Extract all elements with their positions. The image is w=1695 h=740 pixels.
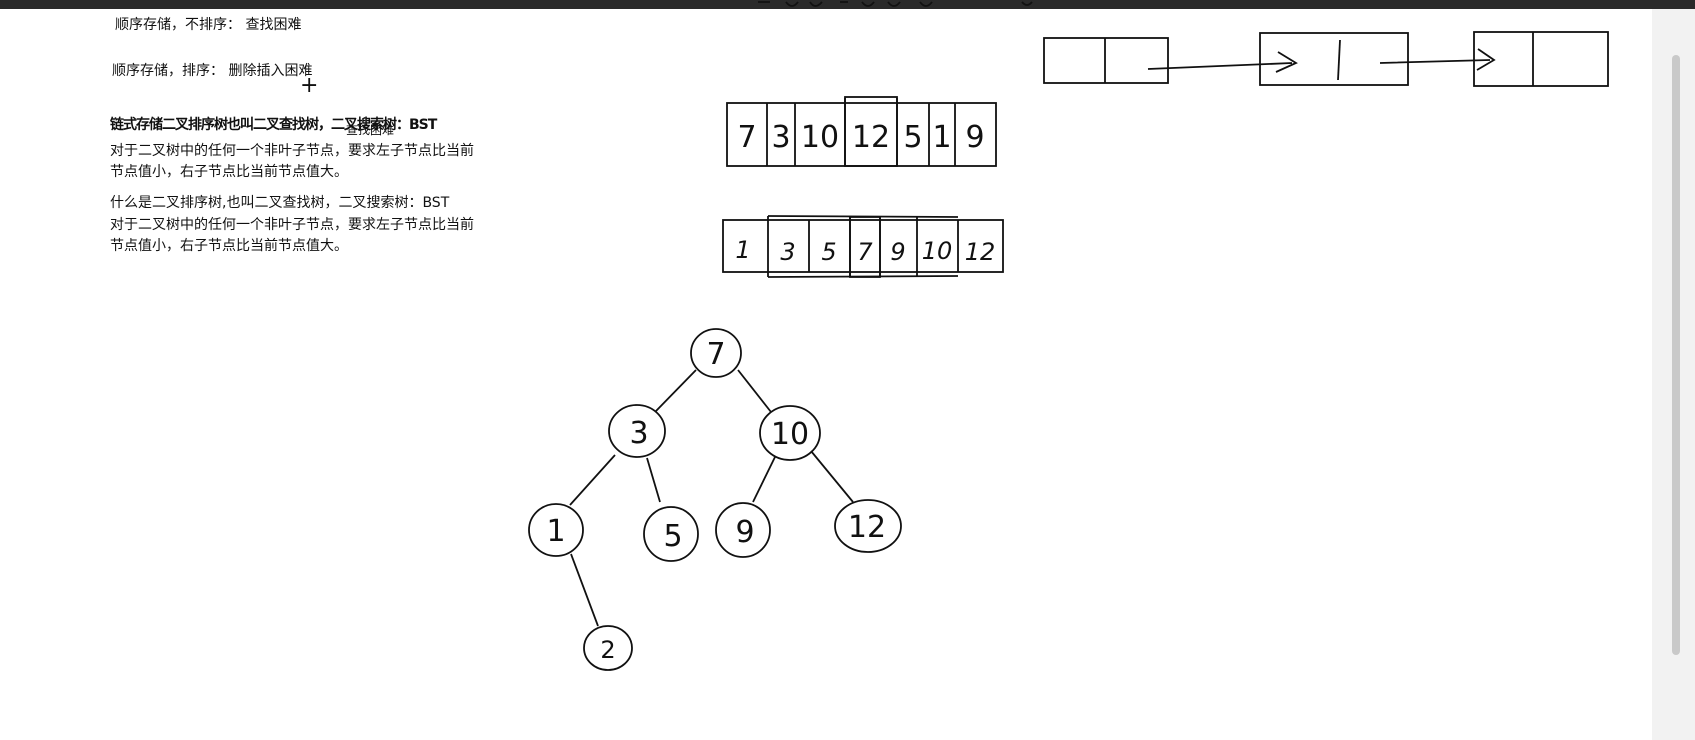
pointer-arrow-2 (1379, 48, 1496, 71)
tree-node-label: 5 (663, 519, 682, 554)
array-unsorted-values: 7 3 10 12 5 1 9 (737, 120, 984, 155)
array-sorted-value: 3 (780, 238, 795, 266)
whiteboard-canvas[interactable] (0, 9, 1652, 740)
array-sorted-value: 10 (922, 237, 953, 265)
tree-node-7 (690, 328, 742, 378)
array-unsorted-value: 3 (771, 120, 790, 155)
array-unsorted-value: 7 (737, 120, 756, 155)
tree-node-label: 7 (706, 337, 725, 372)
tree-node-3 (608, 404, 666, 458)
note-bst-rule2-line2: 节点值小，右子节点比当前节点值大。 (110, 238, 348, 254)
array-sorted-value: 7 (857, 238, 873, 266)
array-sorted-value: 1 (735, 236, 750, 264)
array-unsorted-value: 5 (903, 120, 922, 155)
scrollbar-thumb[interactable] (1672, 55, 1680, 655)
linked-node-1 (1043, 37, 1169, 84)
array-unsorted-cells (726, 96, 997, 167)
tree-node-5 (643, 506, 699, 562)
array-unsorted-value: 9 (965, 120, 984, 155)
array-unsorted-value: 10 (801, 120, 839, 155)
note-overlapped-heading: 链式存储二叉排序树也叫二叉查找树，二叉搜索树：BST (110, 117, 437, 133)
array-sorted-value: 12 (965, 238, 996, 266)
top-edge-handwriting (758, 1, 1033, 7)
note-bst-rule2-line1: 对于二叉树中的任何一个非叶子节点，要求左子节点比当前 (110, 217, 474, 233)
array-sorted-values: 1 3 5 7 9 10 12 (735, 236, 995, 266)
note-bst-definition: 什么是二叉排序树,也叫二叉查找树，二叉搜索树：BST (110, 195, 450, 211)
tree-node-1 (528, 503, 584, 557)
tree-node-label: 9 (735, 515, 754, 550)
array-sorted-value: 5 (821, 238, 836, 266)
tree-node-label: 10 (771, 417, 809, 452)
note-bst-rule-line1: 对于二叉树中的任何一个非叶子节点，要求左子节点比当前 (110, 143, 474, 159)
linked-node-3 (1473, 31, 1609, 87)
tree-node-12 (834, 499, 902, 553)
tree-node-9 (715, 502, 771, 558)
tree-node-label: 1 (546, 514, 565, 549)
cursor-crosshair: + (300, 73, 319, 98)
tree-node-2 (583, 625, 633, 671)
array-sorted-cells (722, 215, 1004, 278)
tree-node-10 (759, 405, 821, 461)
tree-node-label: 3 (629, 416, 648, 451)
note-sorted-storage: 顺序存储，排序： 删除插入困难 (112, 63, 313, 79)
note-unsorted-storage: 顺序存储，不排序： 查找困难 (115, 17, 302, 33)
tree-node-label: 2 (600, 636, 615, 664)
pointer-arrow-1 (1147, 51, 1298, 73)
array-sorted-value: 9 (890, 238, 905, 266)
linked-node-2 (1259, 32, 1409, 86)
array-unsorted-value: 1 (932, 120, 951, 155)
note-overlapped-text: 查找困难 (346, 123, 395, 137)
note-bst-rule-line2: 节点值小，右子节点比当前节点值大。 (110, 164, 348, 180)
window-top-bar (0, 0, 1695, 9)
tree-edges (569, 369, 854, 627)
array-unsorted-value: 12 (852, 120, 890, 155)
tree-node-label: 12 (848, 510, 886, 545)
tree-node-labels: 7 3 10 1 5 9 12 2 (546, 337, 886, 664)
